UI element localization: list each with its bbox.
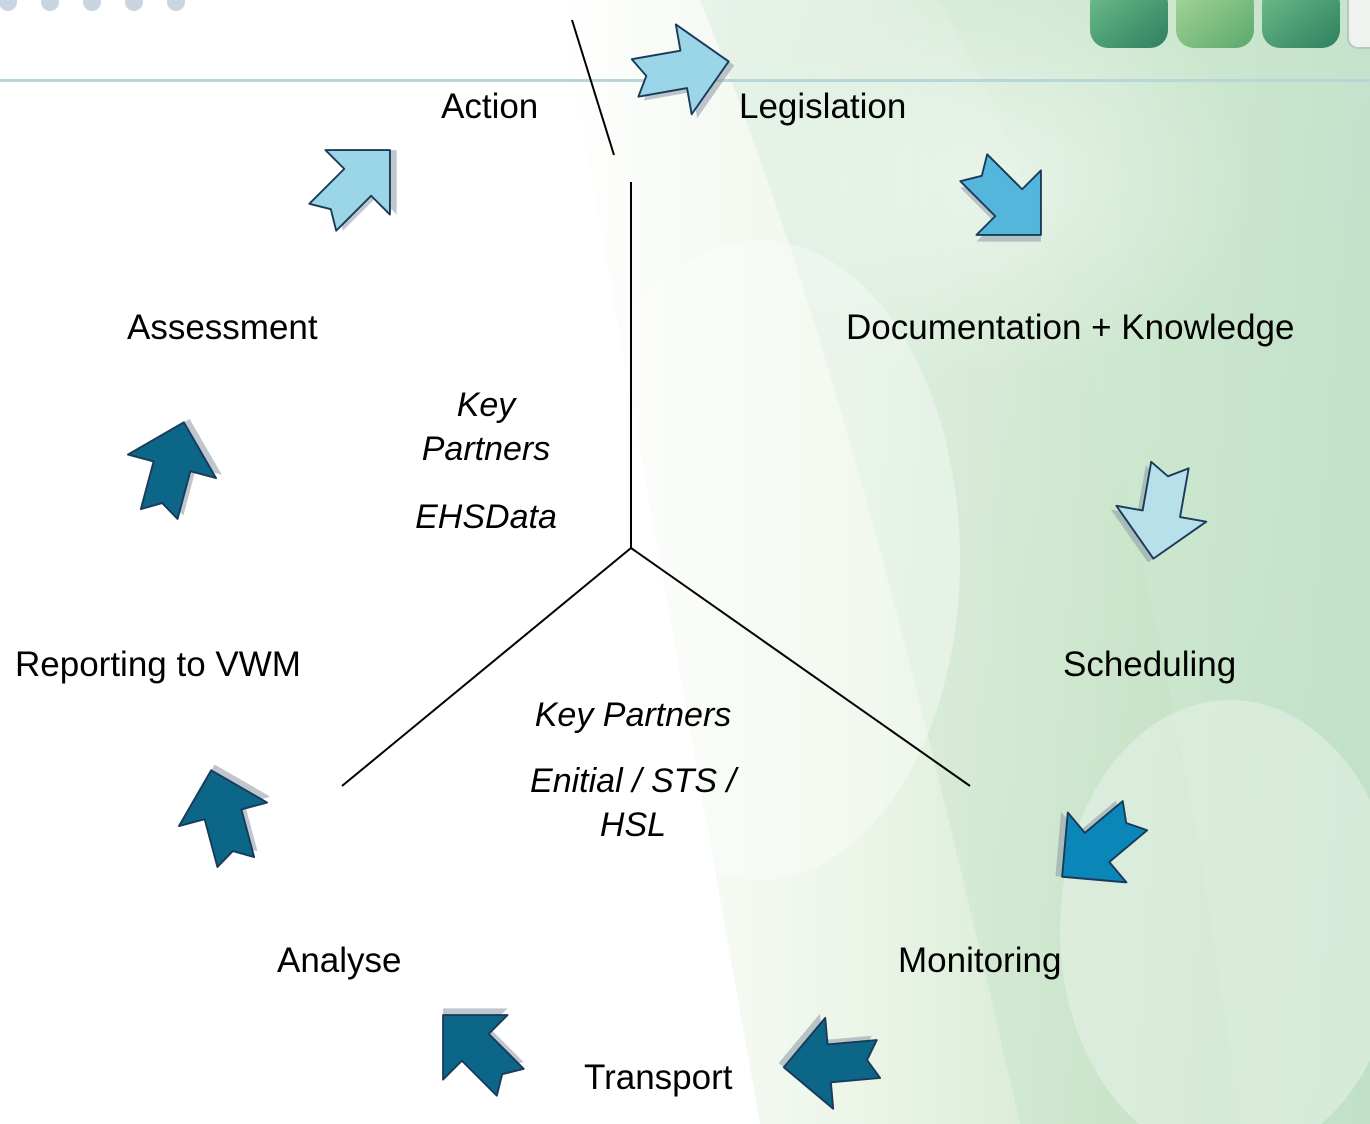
arrow-legislation-to-documentation-body <box>959 153 1042 236</box>
stage-label-documentation: Documentation + Knowledge <box>846 308 1295 347</box>
partner-upper-line2: Partners <box>421 430 551 468</box>
arrow-legislation-to-documentation <box>959 153 1042 242</box>
arrow-documentation-to-scheduling-body <box>1115 460 1208 560</box>
arrow-assessment-to-action-body <box>308 149 391 232</box>
partner-lower-name-line1: Enitial / STS / <box>530 762 736 800</box>
stage-label-transport: Transport <box>584 1058 733 1097</box>
divider-left-diagonal <box>341 547 632 787</box>
logo-tiles <box>1090 0 1370 49</box>
arrow-transport-to-analyse-body <box>442 1014 525 1097</box>
divider-right-diagonal <box>630 547 971 787</box>
arrow-transport-to-analyse <box>442 1008 525 1097</box>
arrow-scheduling-to-monitoring <box>1055 800 1149 884</box>
arrow-monitoring-to-transport-body <box>782 1016 882 1110</box>
stage-label-action: Action <box>441 87 539 126</box>
stage-label-assessment: Assessment <box>127 308 318 347</box>
stage-label-monitoring: Monitoring <box>898 941 1062 980</box>
stage-label-analyse: Analyse <box>277 941 402 980</box>
stage-label-scheduling: Scheduling <box>1063 645 1237 684</box>
partner-lower-line1: Key Partners <box>534 696 732 734</box>
arrow-documentation-to-scheduling <box>1110 460 1208 563</box>
stage-label-legislation: Legislation <box>739 87 907 126</box>
arrow-reporting-to-assessment <box>126 418 222 520</box>
arrow-analyse-to-reporting <box>178 764 271 868</box>
arrow-monitoring-to-transport <box>778 1013 882 1110</box>
arrow-action-to-legislation-body <box>630 23 730 116</box>
divider-top-slash <box>571 19 615 156</box>
divider-lines <box>341 19 971 787</box>
arrow-scheduling-to-monitoring-body <box>1061 800 1149 884</box>
arrow-action-to-legislation <box>630 23 735 119</box>
stage-label-reporting: Reporting to VWM <box>15 645 301 684</box>
arrow-analyse-to-reporting-body <box>178 769 269 868</box>
partner-upper-name: EHSData <box>415 498 557 536</box>
arrow-assessment-to-action <box>308 149 397 232</box>
header-dots <box>0 0 185 11</box>
arrow-reporting-to-assessment-body <box>126 421 217 520</box>
partner-lower-name-line2: HSL <box>599 806 667 844</box>
partner-upper-line1: Key <box>456 386 516 424</box>
